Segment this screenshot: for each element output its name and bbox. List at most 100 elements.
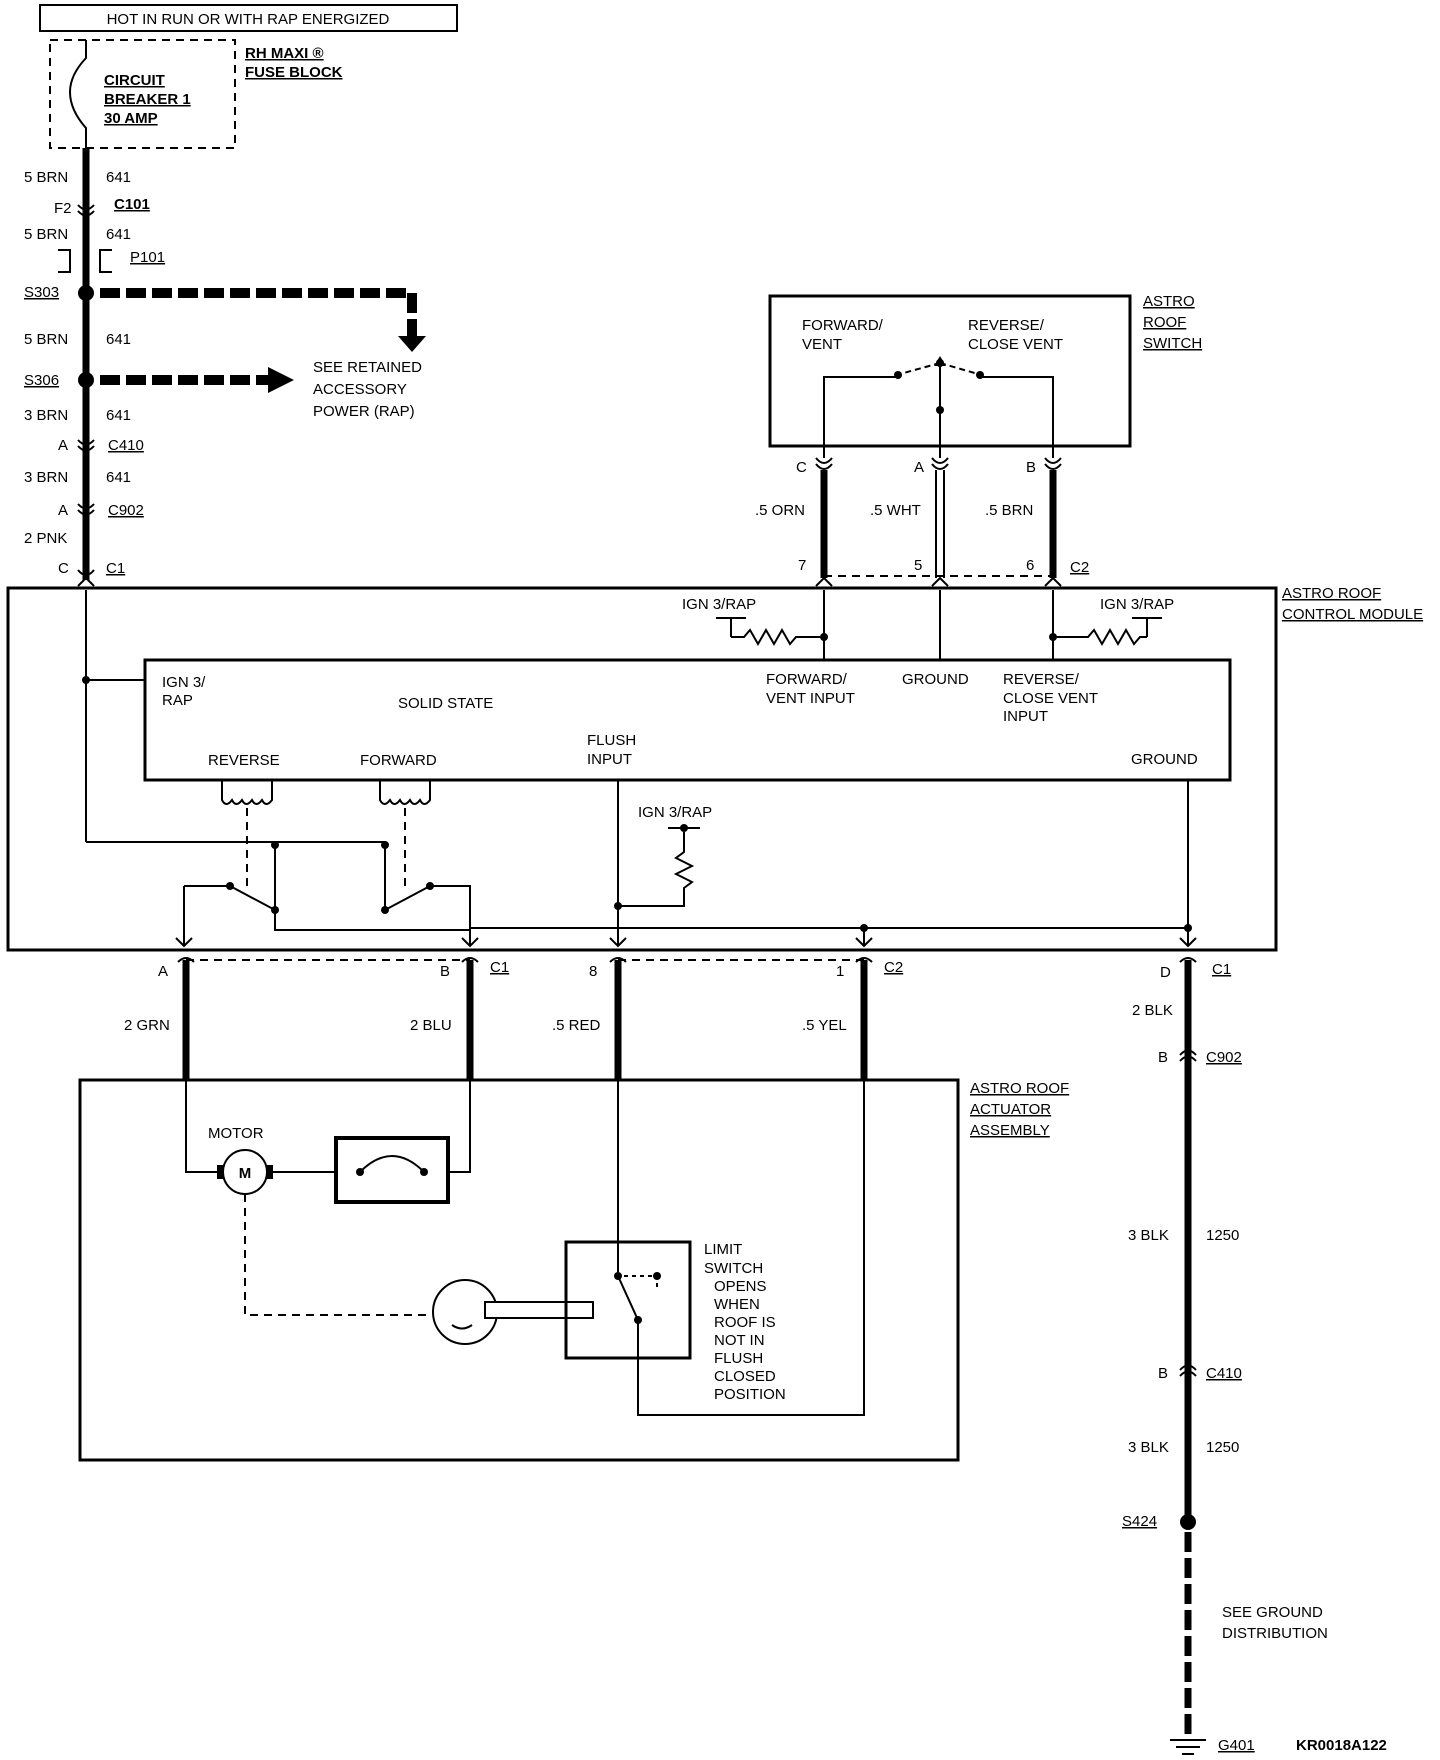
- svg-text:ASTRO ROOF: ASTRO ROOF: [1282, 585, 1381, 602]
- svg-text:S303: S303: [24, 284, 59, 301]
- module-output-harness: A B C1 8 1 C2 2 GRN 2 BLU .5 RED .5 YEL: [124, 957, 903, 1080]
- svg-text:641: 641: [106, 469, 131, 486]
- fuse-block-name: RH MAXI ®: [245, 45, 324, 62]
- svg-text:3 BLK: 3 BLK: [1128, 1439, 1169, 1456]
- svg-text:SOLID STATE: SOLID STATE: [398, 695, 493, 712]
- svg-text:FLUSH: FLUSH: [714, 1350, 763, 1367]
- svg-text:641: 641: [106, 331, 131, 348]
- ign-rap-resistor-left: IGN 3/RAP: [682, 596, 824, 647]
- svg-text:GROUND: GROUND: [902, 671, 969, 688]
- svg-text:A: A: [58, 437, 68, 454]
- circuit-breaker-motor: [334, 1080, 471, 1204]
- svg-text:B: B: [440, 963, 450, 980]
- svg-text:BREAKER 1: BREAKER 1: [104, 91, 191, 108]
- svg-text:.5 BRN: .5 BRN: [985, 502, 1033, 519]
- svg-text:30 AMP: 30 AMP: [104, 110, 158, 127]
- svg-text:641: 641: [106, 407, 131, 424]
- svg-text:C: C: [796, 459, 807, 476]
- svg-text:CLOSE VENT: CLOSE VENT: [968, 336, 1063, 353]
- svg-text:8: 8: [589, 963, 597, 980]
- svg-text:G401: G401: [1218, 1737, 1255, 1754]
- svg-text:POWER (RAP): POWER (RAP): [313, 403, 415, 420]
- svg-text:CLOSE VENT: CLOSE VENT: [1003, 690, 1098, 707]
- svg-text:2 BLK: 2 BLK: [1132, 1002, 1173, 1019]
- fuse-block: CIRCUIT BREAKER 1 30 AMP RH MAXI ® FUSE …: [49, 39, 343, 149]
- svg-text:S306: S306: [24, 372, 59, 389]
- svg-text:POSITION: POSITION: [714, 1386, 786, 1403]
- svg-text:ROOF: ROOF: [1143, 314, 1186, 331]
- svg-text:SWITCH: SWITCH: [1143, 335, 1202, 352]
- svg-text:FUSE BLOCK: FUSE BLOCK: [245, 64, 343, 81]
- power-banner: HOT IN RUN OR WITH RAP ENERGIZED: [39, 4, 458, 32]
- svg-text:641: 641: [106, 226, 131, 243]
- connector-c1-top: C C1: [58, 560, 125, 577]
- svg-text:INPUT: INPUT: [587, 751, 632, 768]
- svg-text:CONTROL MODULE: CONTROL MODULE: [1282, 606, 1423, 623]
- svg-text:ACCESSORY: ACCESSORY: [313, 381, 407, 398]
- svg-text:1: 1: [836, 963, 844, 980]
- svg-text:FORWARD/: FORWARD/: [802, 317, 884, 334]
- svg-text:SEE RETAINED: SEE RETAINED: [313, 359, 422, 376]
- svg-text:LIMIT: LIMIT: [704, 1241, 742, 1258]
- svg-text:GROUND: GROUND: [1131, 751, 1198, 768]
- connector-c410-ground: B C410: [1158, 1364, 1242, 1382]
- svg-text:2 GRN: 2 GRN: [124, 1017, 170, 1034]
- banner-text: HOT IN RUN OR WITH RAP ENERGIZED: [107, 11, 390, 28]
- svg-text:ASTRO ROOF: ASTRO ROOF: [970, 1080, 1069, 1097]
- svg-text:1250: 1250: [1206, 1439, 1239, 1456]
- limit-switch: LIMIT SWITCH OPENS WHEN ROOF IS NOT IN F…: [564, 1080, 865, 1416]
- svg-text:B: B: [1026, 459, 1036, 476]
- svg-text:MOTOR: MOTOR: [208, 1125, 264, 1142]
- connector-c410-top: A C410: [58, 437, 144, 454]
- svg-text:B: B: [1158, 1365, 1168, 1382]
- document-code: KR0018A122: [1296, 1737, 1387, 1754]
- svg-text:7: 7: [798, 557, 806, 574]
- svg-text:.5 RED: .5 RED: [552, 1017, 601, 1034]
- svg-text:C902: C902: [1206, 1049, 1242, 1066]
- svg-text:.5 WHT: .5 WHT: [870, 502, 921, 519]
- svg-text:IGN 3/RAP: IGN 3/RAP: [682, 596, 756, 613]
- svg-text:D: D: [1160, 964, 1171, 981]
- svg-text:P101: P101: [130, 249, 165, 266]
- cam-gear: [432, 1279, 594, 1345]
- svg-text:5 BRN: 5 BRN: [24, 226, 68, 243]
- svg-text:C: C: [58, 560, 69, 577]
- svg-text:A: A: [58, 502, 68, 519]
- ground-symbol: G401: [1170, 1737, 1255, 1755]
- svg-text:F2: F2: [54, 200, 72, 217]
- svg-text:2 PNK: 2 PNK: [24, 530, 67, 547]
- svg-text:IGN 3/RAP: IGN 3/RAP: [1100, 596, 1174, 613]
- svg-text:A: A: [158, 963, 168, 980]
- svg-text:IGN 3/: IGN 3/: [162, 674, 206, 691]
- svg-text:5 BRN: 5 BRN: [24, 331, 68, 348]
- ground-wire: D C1 2 BLK B C902 3 BLK 1250 B C410 3 BL…: [1122, 957, 1328, 1755]
- svg-text:SWITCH: SWITCH: [704, 1260, 763, 1277]
- actuator-assembly: ASTRO ROOF ACTUATOR ASSEMBLY MOTOR M: [78, 1078, 1069, 1462]
- svg-text:3 BRN: 3 BRN: [24, 407, 68, 424]
- connector-p101: P101: [58, 249, 165, 273]
- svg-text:ASTRO: ASTRO: [1143, 293, 1195, 310]
- svg-text:C2: C2: [1070, 559, 1089, 576]
- astro-roof-switch: ASTRO ROOF SWITCH FORWARD/ VENT REVERSE/…: [755, 293, 1202, 578]
- svg-text:IGN 3/RAP: IGN 3/RAP: [638, 804, 712, 821]
- svg-text:FORWARD: FORWARD: [360, 752, 437, 769]
- flush-input-circuit: IGN 3/RAP: [609, 780, 712, 948]
- forward-relay: [275, 780, 479, 948]
- svg-text:6: 6: [1026, 557, 1034, 574]
- connector-c101: F2 C101: [54, 196, 150, 217]
- svg-text:DISTRIBUTION: DISTRIBUTION: [1222, 1625, 1328, 1642]
- motor-symbol: M: [185, 1080, 336, 1195]
- svg-text:ASSEMBLY: ASSEMBLY: [970, 1122, 1050, 1139]
- svg-text:3 BLK: 3 BLK: [1128, 1227, 1169, 1244]
- svg-text:CLOSED: CLOSED: [714, 1368, 776, 1385]
- svg-text:REVERSE: REVERSE: [208, 752, 280, 769]
- svg-text:C2: C2: [884, 959, 903, 976]
- svg-text:.5 ORN: .5 ORN: [755, 502, 805, 519]
- svg-text:C902: C902: [108, 502, 144, 519]
- connector-c902-top: A C902: [58, 502, 144, 519]
- svg-text:FORWARD/: FORWARD/: [766, 671, 848, 688]
- svg-text:641: 641: [106, 169, 131, 186]
- svg-text:RAP: RAP: [162, 692, 193, 709]
- svg-text:OPENS: OPENS: [714, 1278, 767, 1295]
